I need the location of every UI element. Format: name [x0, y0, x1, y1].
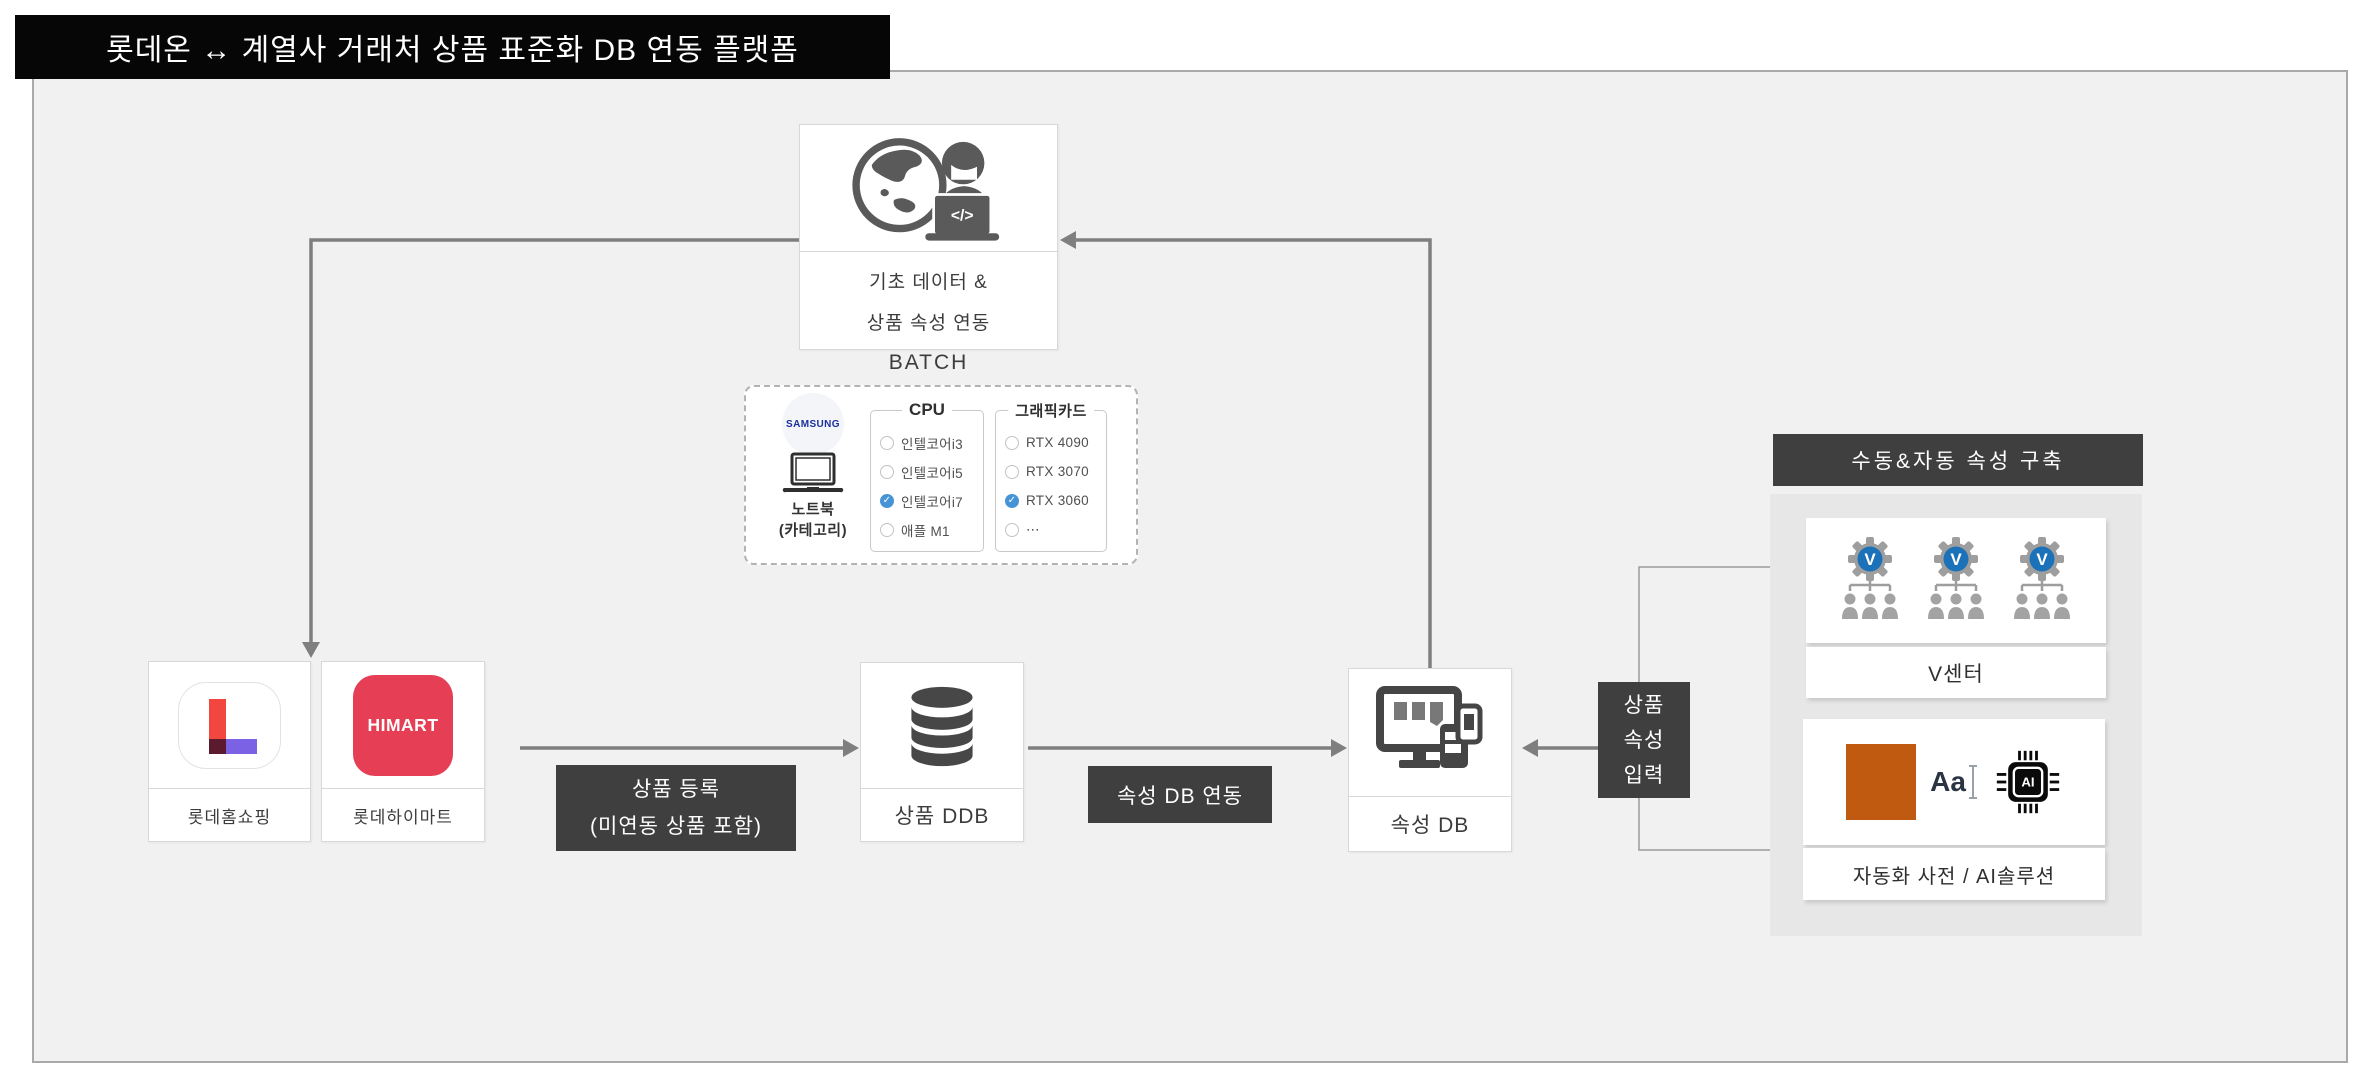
- cpu-option-group: CPU 인텔코어i3 인텔코어i5 ✓ 인텔코어i7 애플 M1: [870, 400, 984, 552]
- spec-option[interactable]: 인텔코어i3: [871, 428, 983, 457]
- gpu-group-title: 그래픽카드: [1008, 400, 1094, 421]
- device-column: SAMSUNG 노트북 (카테고리): [752, 391, 874, 541]
- ai-label-box: 자동화 사전 / AI솔루션: [1803, 848, 2105, 900]
- flow-label-attr-input: 상품 속성 입력: [1598, 682, 1690, 798]
- ai-chip-icon: AI: [1996, 750, 2060, 814]
- text-cursor-icon: [1968, 765, 1977, 799]
- spec-option-label: 인텔코어i5: [901, 465, 963, 481]
- vcenter-icon-box: V V V: [1806, 518, 2106, 643]
- radio-checked-icon[interactable]: ✓: [880, 493, 894, 508]
- lotte-l-overlap: [209, 738, 226, 754]
- radio-unchecked-icon[interactable]: [880, 522, 894, 537]
- batch-node: </> 기초 데이터 & 상품 속성 연동: [799, 124, 1058, 350]
- vcenter-label: V센터: [1928, 662, 1984, 686]
- svg-text:V: V: [2036, 550, 2048, 569]
- developer-globe-icon: </>: [800, 125, 1057, 252]
- svg-text:AI: AI: [2021, 775, 2034, 790]
- spec-option-label: RTX 4090: [1026, 435, 1089, 450]
- spec-option[interactable]: RTX 4090: [996, 428, 1106, 457]
- spec-option-label: 인텔코어i7: [901, 494, 963, 510]
- register-line2: (미연동 상품 포함): [590, 815, 762, 838]
- spec-option-label: RTX 3070: [1026, 464, 1089, 479]
- spec-option-label: RTX 3060: [1026, 493, 1089, 508]
- source-label: 롯데하이마트: [322, 788, 484, 841]
- samsung-logo-text: SAMSUNG: [786, 418, 840, 430]
- radio-unchecked-icon[interactable]: [1005, 435, 1019, 450]
- source-label: 롯데홈쇼핑: [149, 788, 310, 841]
- spec-option-label: ⋯: [1026, 521, 1040, 537]
- lotte-l-app-icon: [178, 681, 281, 769]
- vcenter-team-icon: V: [1842, 536, 1898, 619]
- spec-option[interactable]: ⋯: [996, 515, 1106, 544]
- laptop-icon: [782, 452, 844, 493]
- himart-logo: HIMART: [322, 662, 484, 788]
- right-panel-title: 수동&자동 속성 구축: [1851, 450, 2065, 473]
- attribute-db-label: 속성 DB: [1349, 796, 1511, 851]
- attr-input-line1: 상품: [1623, 693, 1665, 717]
- attribute-db-node: 속성 DB: [1348, 668, 1512, 852]
- vcenter-team-icon: V: [1928, 536, 1984, 619]
- lotte-homeshopping-logo: [149, 662, 310, 788]
- spec-option-label: 애플 M1: [901, 523, 950, 539]
- ai-icon-box: Aa AI: [1803, 719, 2105, 845]
- svg-text:V: V: [1864, 550, 1876, 569]
- vcenter-team-icon: V: [2014, 536, 2070, 619]
- radio-unchecked-icon[interactable]: [1005, 464, 1019, 479]
- spec-option[interactable]: ✓ RTX 3060: [996, 486, 1106, 515]
- dictionary-icon: [1846, 744, 1917, 820]
- page-title-text: 롯데온 ↔ 계열사 거래처 상품 표준화 DB 연동 플랫폼: [106, 34, 799, 67]
- cpu-group-title: CPU: [902, 400, 952, 420]
- page-title: 롯데온 ↔ 계열사 거래처 상품 표준화 DB 연동 플랫폼: [15, 15, 890, 79]
- attr-input-line2: 속성: [1623, 728, 1665, 752]
- radio-unchecked-icon[interactable]: [880, 464, 894, 479]
- right-panel-header: 수동&자동 속성 구축: [1773, 434, 2143, 486]
- radio-unchecked-icon[interactable]: [880, 435, 894, 450]
- database-icon: [861, 663, 1023, 788]
- cpu-options: 인텔코어i3 인텔코어i5 ✓ 인텔코어i7 애플 M1: [871, 428, 983, 544]
- right-panel-body: V V V V센터 Aa AI: [1770, 494, 2142, 936]
- text-sample: Aa: [1930, 763, 1980, 801]
- product-ddb-node: 상품 DDB: [860, 662, 1024, 842]
- svg-text:V: V: [1950, 550, 1962, 569]
- spec-option[interactable]: 애플 M1: [871, 515, 983, 544]
- vcenter-label-box: V센터: [1806, 647, 2106, 698]
- samsung-logo: SAMSUNG: [782, 393, 844, 455]
- aa-text: Aa: [1930, 766, 1966, 797]
- ai-label: 자동화 사전 / AI솔루션: [1852, 865, 2056, 888]
- batch-node-label: 기초 데이터 & 상품 속성 연동: [800, 252, 1057, 349]
- db-link-text: 속성 DB 연동: [1116, 784, 1244, 808]
- batch-caption: BATCH: [888, 351, 969, 374]
- flow-label-product-register: 상품 등록 (미연동 상품 포함): [556, 765, 796, 851]
- register-line1: 상품 등록: [631, 778, 721, 801]
- spec-option-label: 인텔코어i3: [901, 436, 963, 452]
- himart-logo-text: HIMART: [367, 714, 439, 735]
- spec-option[interactable]: 인텔코어i5: [871, 457, 983, 486]
- attr-input-line3: 입력: [1623, 763, 1665, 787]
- radio-unchecked-icon[interactable]: [1005, 522, 1019, 537]
- radio-checked-icon[interactable]: ✓: [1005, 493, 1019, 508]
- flow-label-attr-db-link: 속성 DB 연동: [1088, 766, 1272, 823]
- source-node-lotte-himart: HIMART 롯데하이마트: [321, 661, 485, 842]
- svg-text:</>: </>: [950, 207, 973, 224]
- spec-option[interactable]: RTX 3070: [996, 457, 1106, 486]
- device-subname: (카테고리): [778, 522, 848, 539]
- device-name: 노트북: [791, 501, 835, 518]
- spec-option[interactable]: ✓ 인텔코어i7: [871, 486, 983, 515]
- devices-icon: [1349, 669, 1511, 796]
- source-node-lotte-homeshopping: 롯데홈쇼핑: [148, 661, 311, 842]
- himart-app-icon: HIMART: [353, 674, 453, 776]
- batch-label-line2: 상품 속성 연동: [866, 312, 991, 334]
- batch-label-line1: 기초 데이터 &: [869, 271, 988, 293]
- product-ddb-label: 상품 DDB: [861, 788, 1023, 841]
